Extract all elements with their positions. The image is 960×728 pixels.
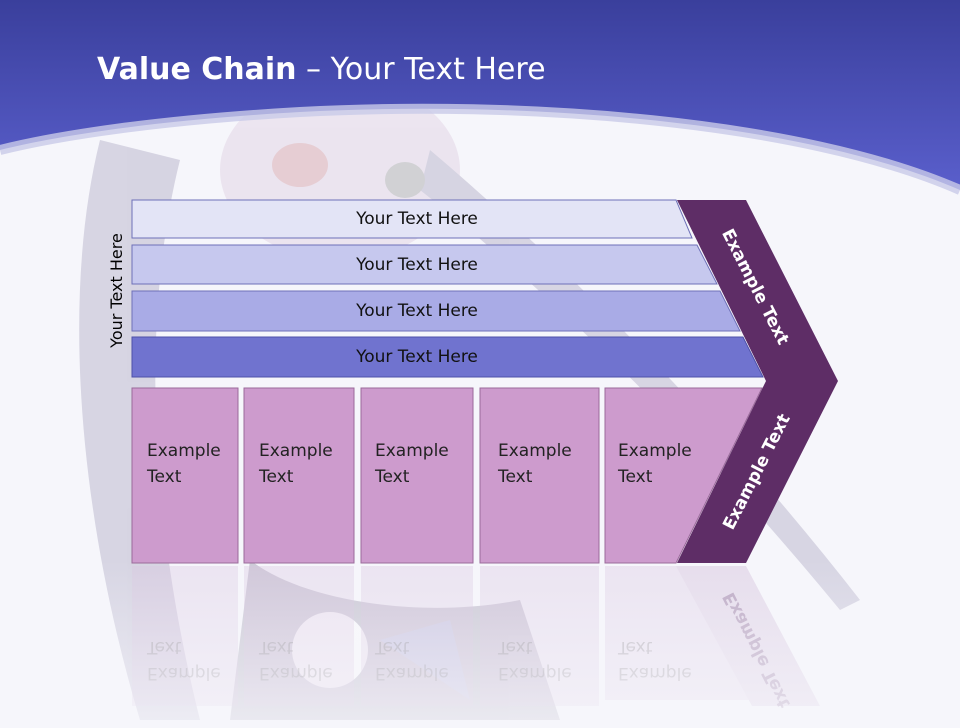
column-box-1 (131, 387, 239, 564)
row-bar-2 (131, 244, 718, 285)
chevron-arrow (677, 200, 838, 563)
title-bold: Value Chain (97, 52, 297, 87)
column-label-4: Example Text (498, 438, 598, 490)
row-label-4: Your Text Here (356, 347, 478, 367)
row-bar-4 (131, 336, 764, 378)
column-label-line2: Text (375, 467, 410, 487)
column-label-2: Example Text (259, 438, 359, 490)
reflection-fade (0, 560, 960, 720)
column-label-line1: Example (259, 441, 333, 461)
row-label-3: Your Text Here (356, 301, 478, 321)
row-bar-1 (131, 199, 693, 239)
column-label-line2: Text (498, 467, 533, 487)
column-label-1: Example Text (147, 438, 247, 490)
row-bar-3 (131, 290, 741, 332)
column-label-5: Example Text (618, 438, 718, 490)
column-box-3 (360, 387, 474, 564)
row-label-2: Your Text Here (356, 255, 478, 275)
slide-title: Value Chain – Your Text Here (97, 52, 546, 87)
column-label-line1: Example (498, 441, 572, 461)
column-box-2 (243, 387, 355, 564)
title-rest: – Your Text Here (296, 52, 546, 87)
column-label-3: Example Text (375, 438, 475, 490)
column-label-line2: Text (618, 467, 653, 487)
column-box-4 (479, 387, 600, 564)
column-label-line1: Example (375, 441, 449, 461)
column-label-line2: Text (259, 467, 294, 487)
column-label-line1: Example (618, 441, 692, 461)
row-label-1: Your Text Here (356, 209, 478, 229)
column-label-line1: Example (147, 441, 221, 461)
column-label-line2: Text (147, 467, 182, 487)
